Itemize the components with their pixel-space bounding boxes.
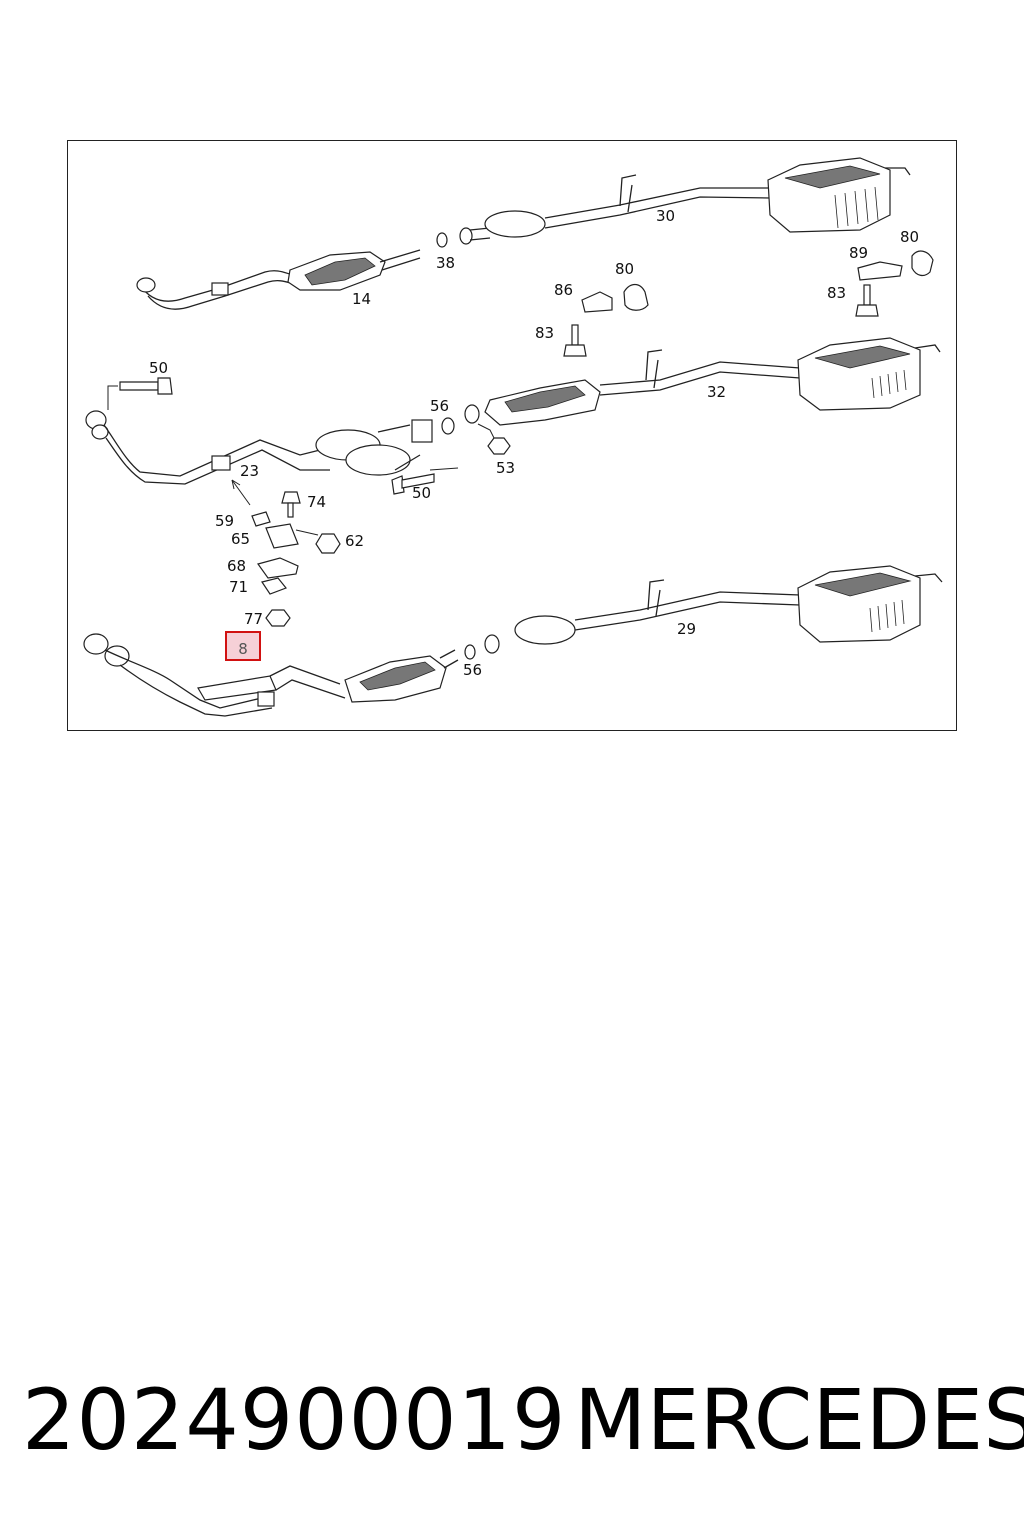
callout-65: 65 (231, 530, 250, 548)
callout-68: 68 (227, 557, 246, 575)
rear-muffler-29 (797, 565, 943, 643)
callout-80-left: 80 (615, 260, 634, 278)
callout-56-middle: 56 (430, 397, 449, 415)
callout-38: 38 (436, 254, 455, 272)
callout-77: 77 (244, 610, 263, 628)
callout-80-right: 80 (900, 228, 919, 246)
footer: 2024900019 MERCEDES (0, 1370, 1024, 1470)
part-number: 2024900019 (22, 1371, 567, 1469)
callout-32: 32 (707, 383, 726, 401)
bolt-50-bottom (391, 467, 459, 495)
gasket-56-and-nut-53 (441, 404, 511, 455)
highlighted-part-label: 8 (238, 640, 248, 658)
front-pipe-23 (85, 410, 330, 485)
rear-muffler-30 (767, 157, 911, 233)
callout-62: 62 (345, 532, 364, 550)
resonator-center (436, 174, 771, 248)
callout-83-right: 83 (827, 284, 846, 302)
highlighted-part-marker[interactable] (225, 631, 261, 661)
callout-50-bottom: 50 (412, 484, 431, 502)
callout-56-bottom: 56 (463, 661, 482, 679)
callout-86: 86 (554, 281, 573, 299)
front-pipe-14 (136, 249, 421, 310)
callout-89: 89 (849, 244, 868, 262)
callout-53: 53 (496, 459, 515, 477)
brand-name: MERCEDES (574, 1371, 1024, 1469)
bolt-50-top (107, 377, 173, 410)
catalytic-converter-bottom (344, 649, 459, 703)
hanger-set-left (563, 283, 649, 357)
callout-59: 59 (215, 512, 234, 530)
callout-14: 14 (352, 290, 371, 308)
rear-muffler-32 (797, 337, 941, 411)
callout-83-left: 83 (535, 324, 554, 342)
callout-30: 30 (656, 207, 675, 225)
catalytic-converter-pair (315, 419, 433, 476)
callout-50-top: 50 (149, 359, 168, 377)
hanger-set-right (855, 250, 934, 317)
small-parts-group (231, 479, 341, 627)
intermediate-pipe-32 (484, 349, 801, 426)
intermediate-pipe-29 (464, 579, 801, 660)
callout-74: 74 (307, 493, 326, 511)
callout-29: 29 (677, 620, 696, 638)
callout-71: 71 (229, 578, 248, 596)
front-pipe-8 (83, 633, 346, 717)
callout-23: 23 (240, 462, 259, 480)
